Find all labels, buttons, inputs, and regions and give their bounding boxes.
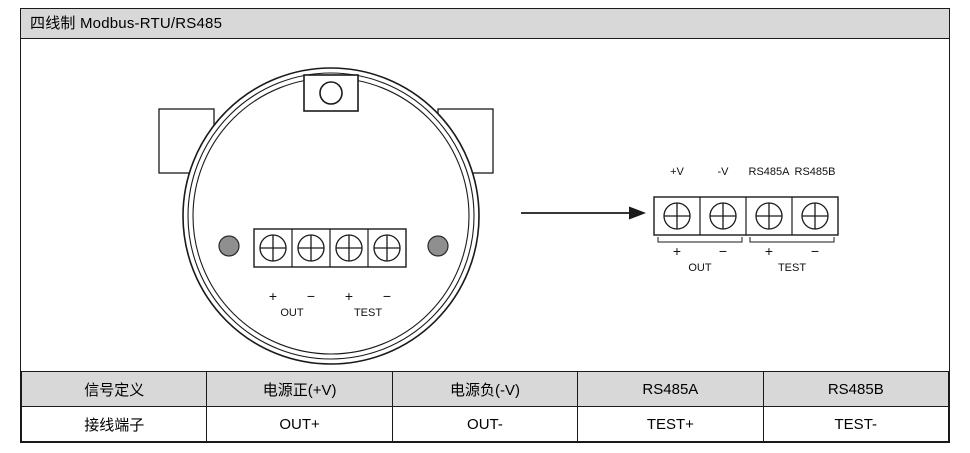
screw-terminal-icon	[335, 234, 363, 262]
table-cell: 信号定义	[20, 371, 208, 407]
screw-terminal-icon	[755, 202, 783, 230]
out-pair-bracket	[657, 237, 743, 243]
table-row-signal-definition: 信号定义 电源正(+V) 电源负(-V) RS485A RS485B	[20, 371, 950, 407]
section-header: 四线制 Modbus-RTU/RS485	[21, 9, 949, 39]
polarity-sign: −	[307, 288, 315, 304]
polarity-sign: −	[383, 288, 391, 304]
pin-label: -V	[718, 166, 730, 178]
test-group-label: TEST	[354, 307, 382, 319]
housing-outer-ring	[182, 67, 480, 365]
screw-terminal-icon	[663, 202, 691, 230]
housing-middle-ring	[187, 72, 475, 360]
section-title: 四线制 Modbus-RTU/RS485	[30, 15, 223, 32]
test-pair-bracket	[749, 237, 835, 243]
signal-definition-table: 信号定义 电源正(+V) 电源负(-V) RS485A RS485B 接线端子 …	[20, 371, 950, 442]
table-cell: RS485B	[762, 371, 950, 407]
table-row-wiring-terminal: 接线端子 OUT+ OUT- TEST+ TEST-	[20, 406, 950, 442]
pin-label: RS485B	[795, 166, 836, 178]
wiring-section-panel: 四线制 Modbus-RTU/RS485	[20, 8, 950, 443]
screw-terminal-icon	[373, 234, 401, 262]
screw-terminal-icon	[709, 202, 737, 230]
polarity-sign: +	[269, 288, 277, 304]
polarity-sign: +	[765, 243, 773, 259]
screw-terminal-icon	[259, 234, 287, 262]
pin-label: +V	[670, 166, 684, 178]
diagram-canvas: + − + − OUT TEST +V -V RS485A RS485B	[158, 67, 839, 365]
out-group-label: OUT	[688, 262, 712, 274]
flow-arrow-icon	[521, 206, 646, 220]
table-cell: 电源负(-V)	[391, 371, 579, 407]
table-cell: TEST-	[762, 406, 950, 442]
screw-terminal-icon	[801, 202, 829, 230]
screw-terminal-icon	[297, 234, 325, 262]
polarity-sign: −	[811, 243, 819, 259]
left-cover-screw-icon	[218, 235, 240, 257]
wiring-diagram: + − + − OUT TEST +V -V RS485A RS485B	[21, 39, 949, 371]
test-group-label: TEST	[778, 262, 806, 274]
table-cell: OUT+	[206, 406, 393, 442]
pin-label: RS485A	[749, 166, 791, 178]
table-cell: 接线端子	[20, 406, 208, 442]
terminal-strip-detail: +V -V RS485A RS485B + − + − OUT TES	[653, 166, 839, 274]
transmitter-housing: + − + − OUT TEST	[158, 67, 494, 365]
right-cover-screw-icon	[427, 235, 449, 257]
table-cell: RS485A	[577, 371, 764, 407]
table-cell: 电源正(+V)	[206, 371, 393, 407]
table-cell: TEST+	[577, 406, 764, 442]
out-group-label: OUT	[280, 307, 304, 319]
top-tab-hole-icon	[319, 81, 343, 105]
polarity-sign: −	[719, 243, 727, 259]
polarity-sign: +	[673, 243, 681, 259]
polarity-sign: +	[345, 288, 353, 304]
table-cell: OUT-	[391, 406, 579, 442]
